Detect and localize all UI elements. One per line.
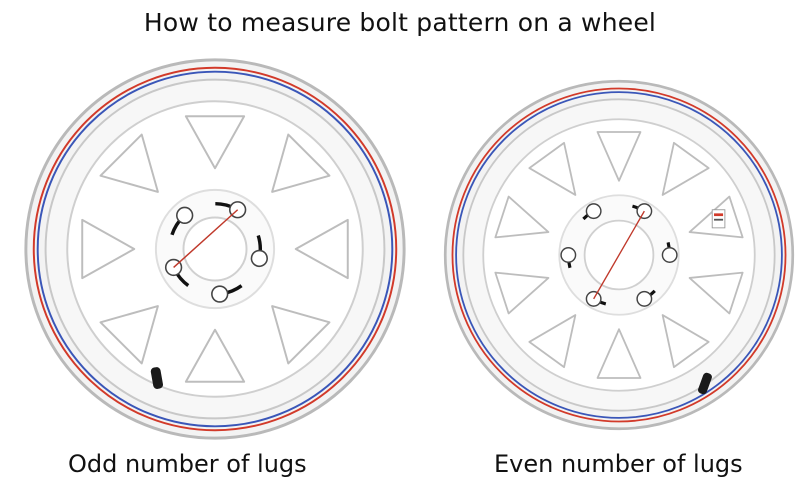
- lug-hole: [636, 290, 653, 307]
- spoke-windows: [494, 131, 744, 379]
- lug-holes: [560, 203, 678, 307]
- lug-hole: [661, 247, 678, 263]
- spoke-window: [271, 305, 331, 365]
- bolt-pattern-measure-line: [593, 210, 645, 300]
- spoke-window: [528, 314, 577, 369]
- lug-hole: [636, 203, 653, 220]
- spoke-window: [184, 115, 246, 170]
- spoke-window: [271, 133, 331, 193]
- rim-stripe-blue: [36, 70, 394, 428]
- wheel-odd-lugs: [24, 58, 406, 440]
- rim-stripe-blue: [455, 91, 783, 419]
- spoke-window: [661, 314, 710, 369]
- spoke-window: [81, 218, 136, 280]
- spoke-window: [184, 328, 246, 383]
- spoke-window: [99, 133, 159, 193]
- wheel-even-lugs: [443, 79, 795, 431]
- valve-stem-icon: [698, 372, 712, 395]
- lug-hole: [585, 290, 602, 307]
- spoke-window: [661, 141, 710, 196]
- rim-stripe-red: [32, 66, 398, 432]
- spoke-window: [494, 271, 550, 315]
- spoke-window: [494, 195, 550, 239]
- lug-hole: [211, 285, 229, 303]
- valve-stem-icon: [150, 367, 163, 389]
- lug-hole: [176, 206, 194, 224]
- rim-sticker-icon: [711, 209, 726, 229]
- lug-hole: [560, 247, 577, 263]
- rim-stripe-red: [451, 87, 787, 423]
- diagram-title: How to measure bolt pattern on a wheel: [143, 8, 657, 37]
- bolt-circle-dashes: [167, 201, 263, 297]
- spoke-window: [528, 141, 577, 196]
- caption-odd-lugs: Odd number of lugs: [68, 450, 307, 478]
- caption-even-lugs: Even number of lugs: [494, 450, 743, 478]
- spoke-windows: [81, 115, 349, 383]
- bolt-pattern-measure-line: [173, 209, 239, 268]
- spoke-window: [596, 328, 642, 379]
- center-bore: [182, 216, 248, 282]
- spoke-window: [99, 305, 159, 365]
- lug-hole: [250, 249, 268, 268]
- spoke-window: [596, 131, 642, 182]
- lug-hole: [585, 203, 602, 220]
- spoke-window: [294, 218, 349, 280]
- spoke-window: [688, 271, 744, 315]
